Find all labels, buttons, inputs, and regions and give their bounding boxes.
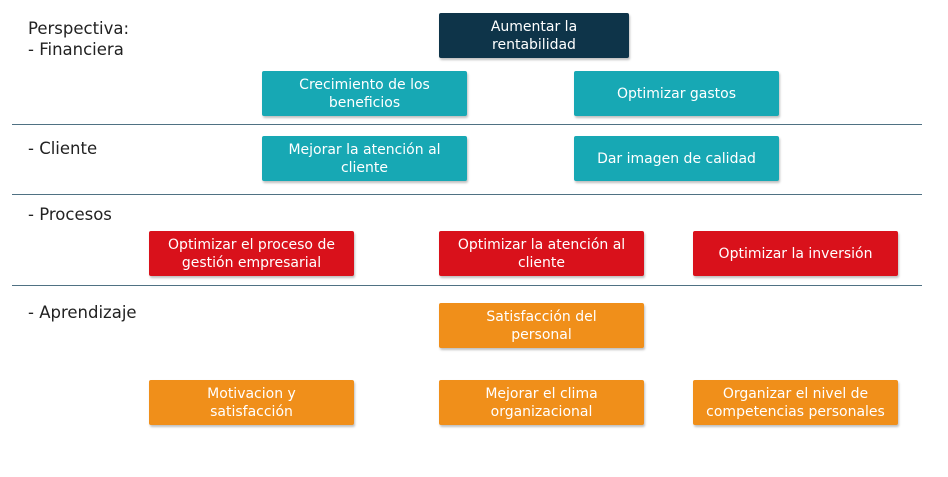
box-mejorar-clima: Mejorar el clima organizacional [439,380,644,425]
box-optimizar-gastos: Optimizar gastos [574,71,779,116]
box-mejorar-atencion-cliente: Mejorar la atención al cliente [262,136,467,181]
box-crecimiento-beneficios: Crecimiento de los beneficios [262,71,467,116]
box-aumentar-rentabilidad: Aumentar la rentabilidad [439,13,629,58]
label-perspectiva-financiera: Perspectiva: - Financiera [28,19,130,59]
box-optimizar-inversion: Optimizar la inversión [693,231,898,276]
box-organizar-competencias: Organizar el nivel de competencias perso… [693,380,898,425]
divider-financiera-cliente [12,124,922,125]
box-satisfaccion-personal: Satisfacción del personal [439,303,644,348]
box-optimizar-proceso-gestion: Optimizar el proceso de gestión empresar… [149,231,354,276]
divider-procesos-aprendizaje [12,285,922,286]
box-optimizar-atencion-cliente: Optimizar la atención al cliente [439,231,644,276]
divider-cliente-procesos [12,194,922,195]
label-aprendizaje: - Aprendizaje [28,303,137,322]
label-procesos: - Procesos [28,205,112,224]
box-dar-imagen-calidad: Dar imagen de calidad [574,136,779,181]
box-motivacion-satisfaccion: Motivacion y satisfacción [149,380,354,425]
label-cliente: - Cliente [28,139,98,158]
